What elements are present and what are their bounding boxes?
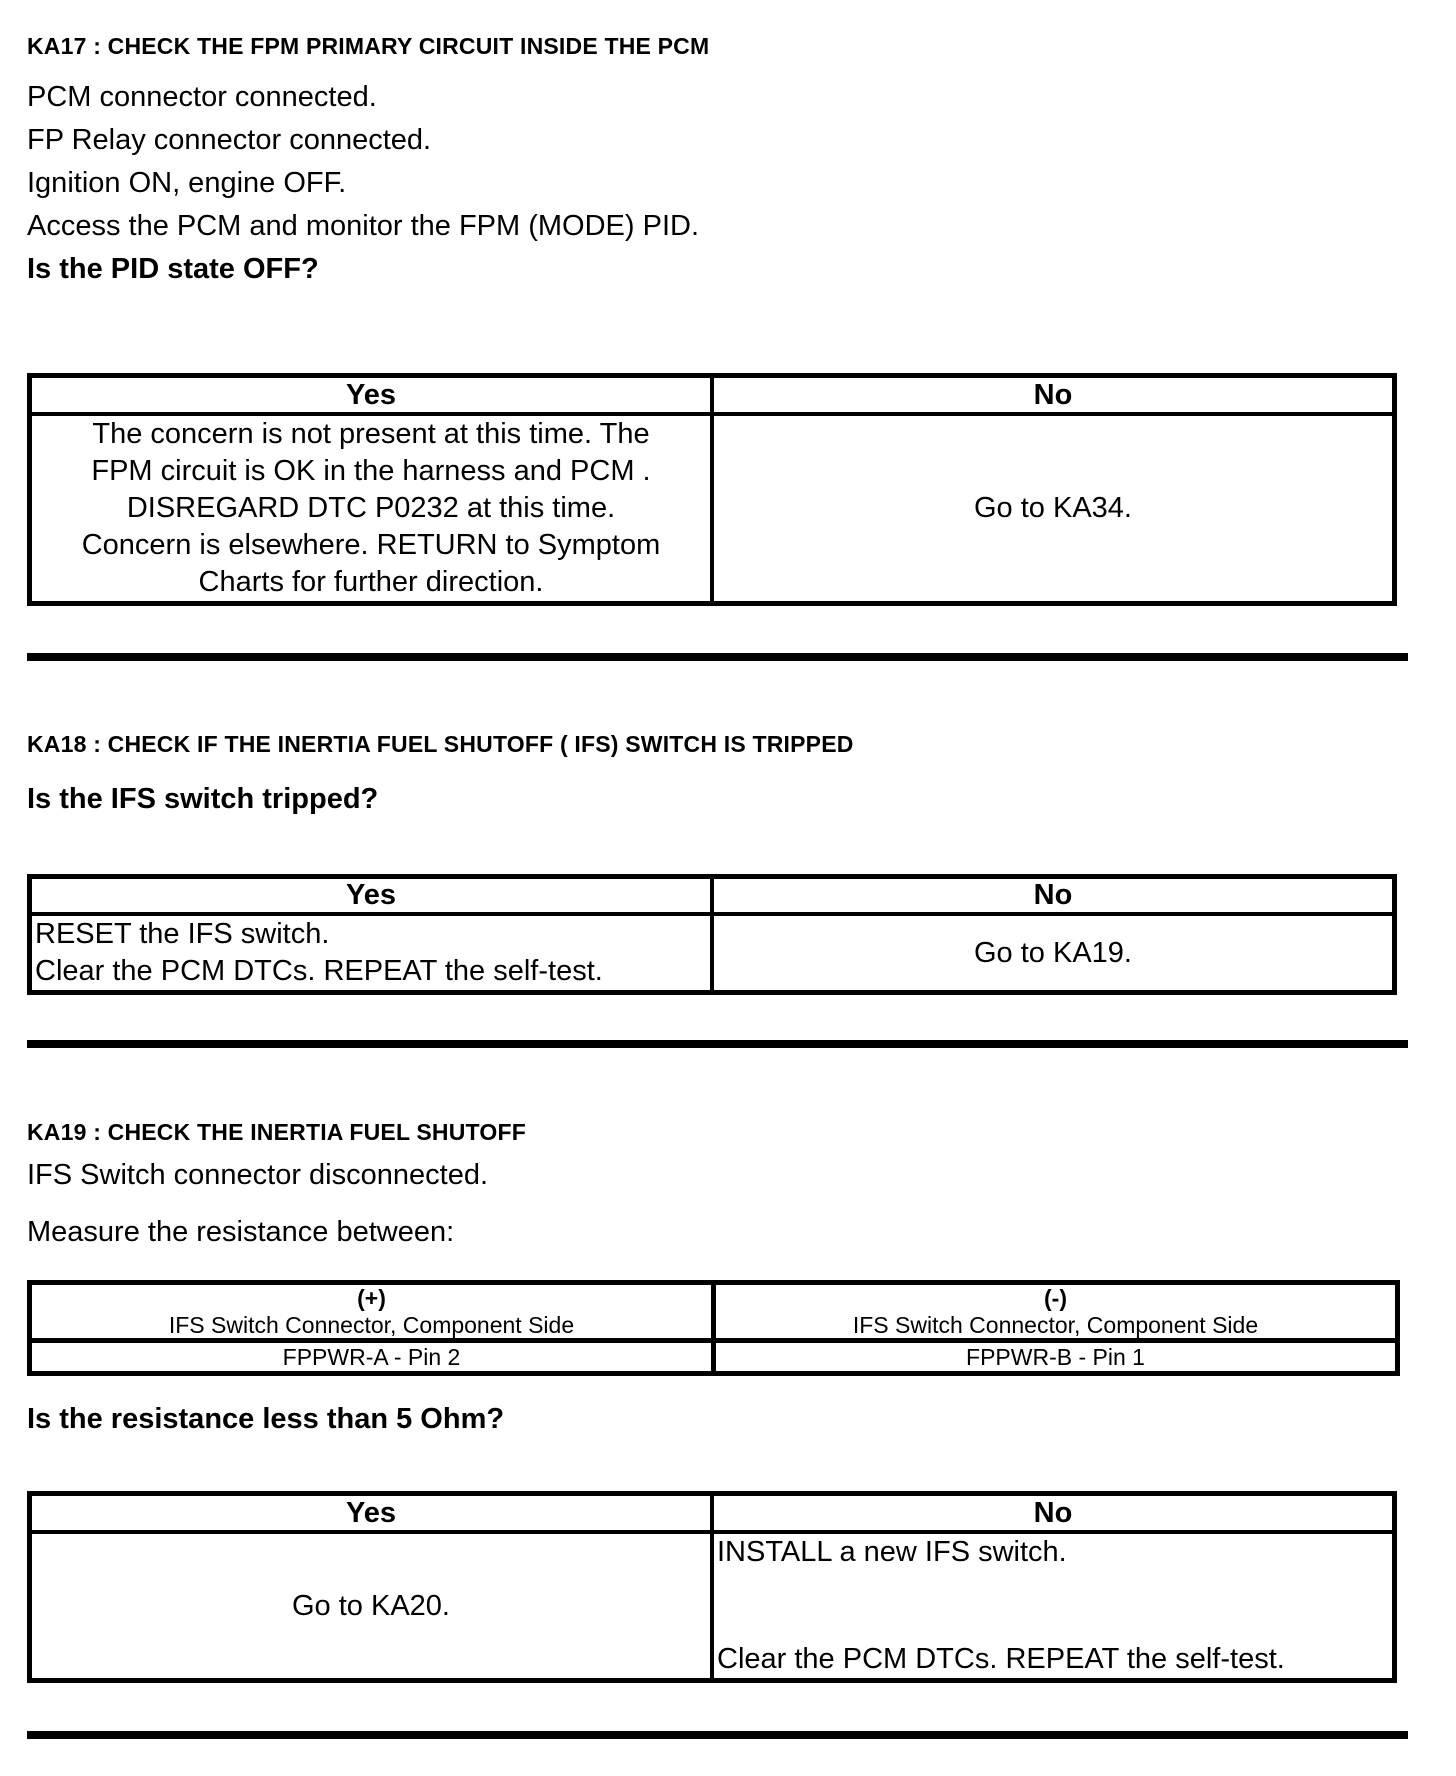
no-action-cell: Go to KA34. — [710, 412, 1397, 606]
measurement-points-table: (+) IFS Switch Connector, Component Side… — [27, 1280, 1400, 1376]
section-heading: KA18 : CHECK IF THE INERTIA FUEL SHUTOFF… — [27, 731, 854, 757]
no-action-line-top: INSTALL a new IFS switch. — [717, 1536, 1067, 1568]
section-heading: KA17 : CHECK THE FPM PRIMARY CIRCUIT INS… — [27, 33, 710, 59]
yes-action-cell: RESET the IFS switch. Clear the PCM DTCs… — [27, 912, 714, 995]
section-ka17: KA17 : CHECK THE FPM PRIMARY CIRCUIT INS… — [27, 32, 1408, 661]
yes-header-cell: Yes — [27, 874, 714, 916]
positive-probe-cell: (+) IFS Switch Connector, Component Side — [27, 1280, 716, 1343]
no-action-cell: Go to KA19. — [710, 912, 1397, 995]
yes-no-result-table: Yes No RESET the IFS switch. Clear the P… — [27, 874, 1397, 995]
section-ka19: KA19 : CHECK THE INERTIA FUEL SHUTOFF IF… — [27, 1118, 1408, 1739]
negative-pin-cell: FPPWR-B - Pin 1 — [711, 1338, 1400, 1376]
yes-no-result-table: Yes No The concern is not present at thi… — [27, 373, 1397, 606]
decision-question: Is the resistance less than 5 Ohm? — [27, 1403, 505, 1435]
procedure-step: Measure the resistance between: — [27, 1216, 455, 1248]
positive-polarity-label: (+) — [357, 1285, 386, 1311]
yes-action-cell: Go to KA20. — [27, 1530, 714, 1683]
yes-no-result-table: Yes No Go to KA20. INSTALL a new IFS swi… — [27, 1491, 1397, 1683]
no-action-cell: INSTALL a new IFS switch. Clear the PCM … — [710, 1530, 1397, 1683]
section-divider-rule — [27, 1731, 1408, 1739]
no-action-content: INSTALL a new IFS switch. Clear the PCM … — [716, 1536, 1391, 1677]
positive-pin-cell: FPPWR-A - Pin 2 — [27, 1338, 716, 1376]
procedure-step: PCM connector connected. — [27, 81, 377, 113]
measurement-header-row: (+) IFS Switch Connector, Component Side… — [27, 1280, 1400, 1343]
table-body-row: Go to KA20. INSTALL a new IFS switch. Cl… — [27, 1530, 1397, 1683]
positive-location-label: IFS Switch Connector, Component Side — [168, 1312, 575, 1338]
procedure-step: Access the PCM and monitor the FPM (MODE… — [27, 210, 700, 242]
table-header-row: Yes No — [27, 373, 1397, 416]
section-heading: KA19 : CHECK THE INERTIA FUEL SHUTOFF — [27, 1119, 526, 1145]
table-header-row: Yes No — [27, 874, 1397, 916]
no-action-line-bottom: Clear the PCM DTCs. REPEAT the self-test… — [717, 1643, 1285, 1675]
table-body-row: The concern is not present at this time.… — [27, 412, 1397, 606]
procedure-step: Ignition ON, engine OFF. — [27, 167, 347, 199]
negative-probe-cell: (-) IFS Switch Connector, Component Side — [711, 1280, 1400, 1343]
yes-action-cell: The concern is not present at this time.… — [27, 412, 714, 606]
procedure-step: FP Relay connector connected. — [27, 124, 432, 156]
yes-header-cell: Yes — [27, 1491, 714, 1534]
decision-question: Is the IFS switch tripped? — [27, 783, 379, 815]
no-header-cell: No — [710, 874, 1397, 916]
measurement-pin-row: FPPWR-A - Pin 2 FPPWR-B - Pin 1 — [27, 1338, 1400, 1376]
procedure-step: IFS Switch connector disconnected. — [27, 1159, 489, 1191]
section-ka18: KA18 : CHECK IF THE INERTIA FUEL SHUTOFF… — [27, 730, 1408, 1048]
negative-polarity-label: (-) — [1044, 1285, 1067, 1311]
decision-question: Is the PID state OFF? — [27, 253, 319, 285]
section-divider-rule — [27, 653, 1408, 661]
table-header-row: Yes No — [27, 1491, 1397, 1534]
yes-header-cell: Yes — [27, 373, 714, 416]
negative-location-label: IFS Switch Connector, Component Side — [852, 1312, 1259, 1338]
section-divider-rule — [27, 1040, 1408, 1048]
table-body-row: RESET the IFS switch. Clear the PCM DTCs… — [27, 912, 1397, 995]
no-header-cell: No — [710, 373, 1397, 416]
no-header-cell: No — [710, 1491, 1397, 1534]
procedure-steps: PCM connector connected. FP Relay connec… — [27, 76, 1408, 248]
